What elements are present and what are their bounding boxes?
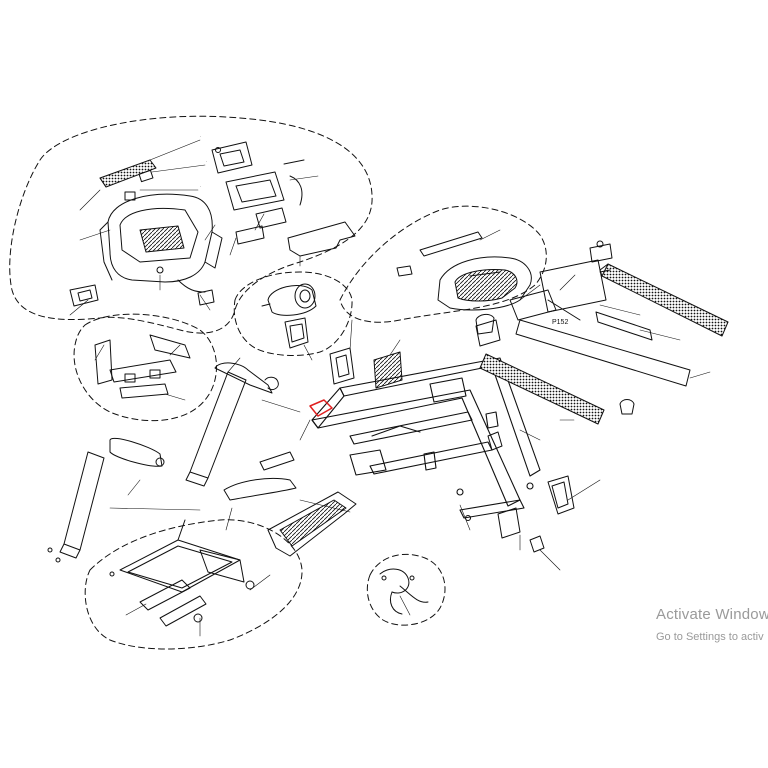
svg-text:·: · — [200, 184, 201, 189]
deck-and-side-rails — [475, 240, 729, 425]
base-frame-group-outline — [84, 519, 303, 650]
dashed-group-outlines — [9, 115, 547, 650]
motor-group-outline — [233, 271, 353, 356]
svg-text:·: · — [200, 134, 201, 139]
callout-leaders — [69, 139, 711, 637]
control-boards — [329, 347, 403, 389]
upright-posts — [47, 362, 279, 563]
activation-watermark-title: Activate Window — [656, 606, 768, 623]
belly-pan-and-lift — [223, 451, 357, 557]
motor-assembly — [261, 283, 317, 349]
handlebar-assembly — [94, 334, 191, 399]
motor-cover-assembly — [396, 231, 532, 335]
console-assembly — [69, 141, 356, 307]
deck-group-outline — [339, 205, 547, 323]
upright-handle-group-outline — [73, 313, 217, 422]
part-label-p152: P152 — [552, 319, 568, 326]
wiring-group-outline — [366, 553, 446, 626]
activation-watermark-subtitle: Go to Settings to activ — [656, 631, 764, 643]
base-frame — [109, 519, 255, 627]
callout-numbers: · · · — [200, 134, 207, 189]
wiring-harness — [379, 568, 429, 615]
highlighted-part — [309, 399, 333, 417]
main-frame — [309, 357, 541, 522]
rear-end-caps — [487, 431, 575, 553]
console-group-outline — [9, 115, 373, 334]
svg-text:·: · — [206, 159, 207, 164]
